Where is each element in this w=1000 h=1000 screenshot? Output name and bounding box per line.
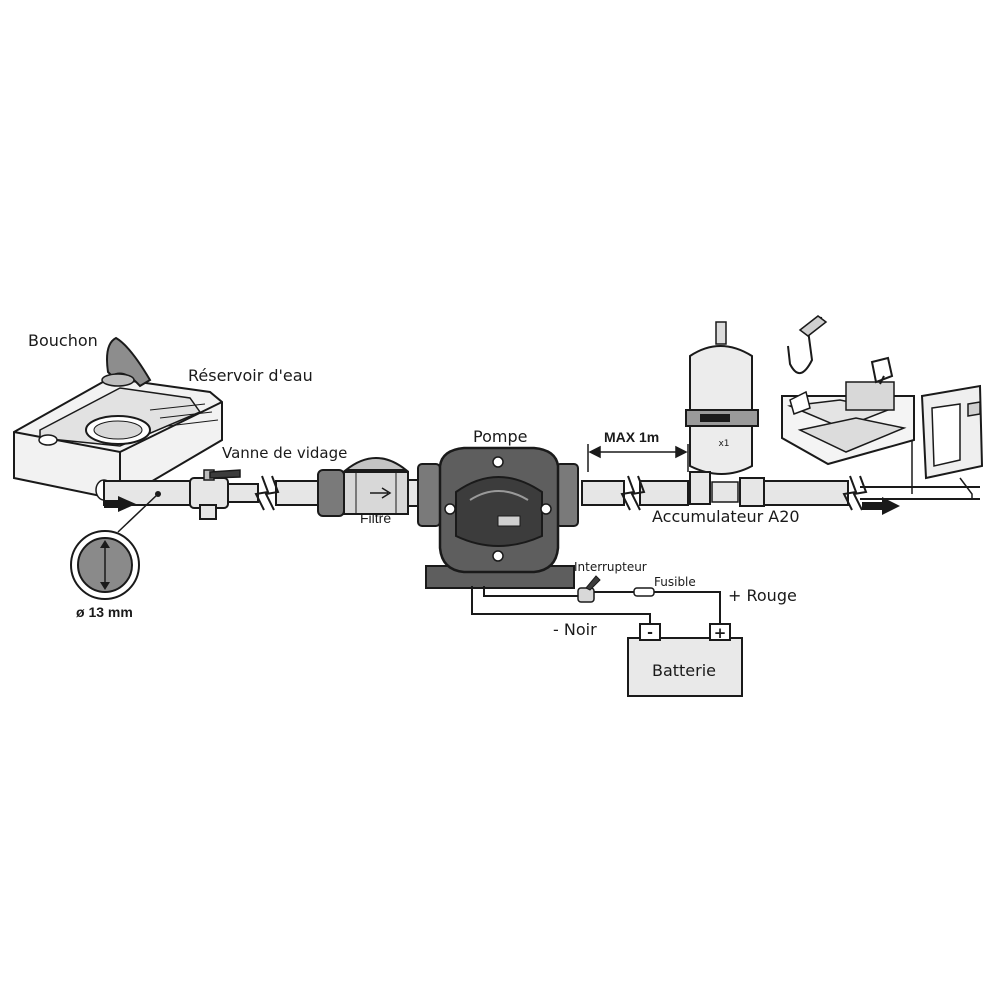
label-accumulateur: Accumulateur A20 xyxy=(652,507,800,526)
max-length-dimension xyxy=(587,444,689,472)
battery xyxy=(627,623,743,697)
label-max: MAX 1m xyxy=(604,429,659,445)
label-reservoir: Réservoir d'eau xyxy=(188,366,313,385)
flow-arrow-in xyxy=(104,496,136,512)
label-vanne: Vanne de vidage xyxy=(222,444,347,462)
filter xyxy=(317,457,409,517)
flow-arrow-out xyxy=(862,497,900,515)
drain-valve xyxy=(189,469,241,520)
wiring xyxy=(471,586,721,626)
label-pompe: Pompe xyxy=(473,427,527,446)
diameter-detail xyxy=(70,491,161,600)
battery-plus-sign: + xyxy=(714,624,727,642)
accumulator-a20: x1 xyxy=(685,321,765,507)
switch xyxy=(577,575,601,603)
battery-minus-sign: - xyxy=(647,625,653,641)
cap-bouchon xyxy=(101,336,152,388)
label-filtre: Filtre xyxy=(360,510,391,526)
sink-shower-appliances xyxy=(781,315,984,498)
water-tank xyxy=(13,376,223,502)
label-diametre: ø 13 mm xyxy=(76,604,133,620)
label-interrupteur: Interrupteur xyxy=(574,560,647,574)
fuse xyxy=(633,587,655,597)
label-fusible: Fusible xyxy=(654,575,696,589)
pipe-break-marks xyxy=(254,475,868,511)
main-pipe xyxy=(103,479,980,507)
svg-text:x1: x1 xyxy=(718,439,729,449)
pump xyxy=(417,446,579,589)
label-batterie: Batterie xyxy=(652,661,716,680)
label-rouge: + Rouge xyxy=(728,586,797,605)
label-bouchon: Bouchon xyxy=(28,331,98,350)
label-noir: - Noir xyxy=(553,620,597,639)
